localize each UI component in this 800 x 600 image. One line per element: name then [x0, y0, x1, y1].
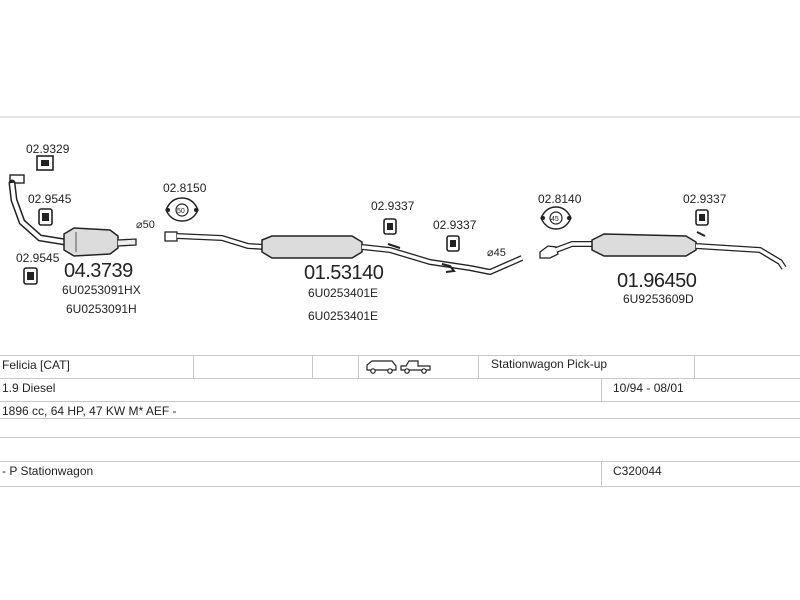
middle-silencer-drawing [164, 231, 524, 275]
gasket-icon-rear: 45 [540, 206, 572, 230]
pickup-icon [400, 360, 431, 374]
part-label-gasket-front: 02.8150 [163, 181, 207, 195]
part-label-gasket-rear: 02.8140 [538, 192, 582, 206]
pipe-diameter-mid: ⌀45 [487, 247, 506, 259]
vehicle-engine: 1.9 Diesel [2, 381, 56, 395]
part-label-clamp-rear: 02.9337 [683, 192, 727, 206]
part-number-front-pipe: 04.3739 [64, 260, 133, 282]
gasket-front-size: 50 [177, 208, 185, 215]
oem-number-middle-silencer-2: 6U0253401E [308, 309, 378, 323]
oem-number-front-pipe-2: 6U0253091H [66, 302, 137, 316]
clamp-icon-left-upper [38, 208, 53, 226]
rear-silencer-drawing [539, 231, 787, 270]
pipe-diameter-front: ⌀50 [136, 219, 155, 231]
vehicle-body-types: Stationwagon Pick-up [491, 357, 608, 371]
front-pipe-drawing [8, 174, 69, 246]
vehicle-specs: 1896 cc, 64 HP, 47 KW M* AEF - [2, 404, 177, 418]
clamp-icon-mid-2 [446, 235, 460, 252]
vehicle-body-icons [366, 359, 432, 380]
gasket-rear-size: 45 [551, 216, 559, 223]
part-label-clamp-mid-1: 02.9337 [371, 199, 415, 213]
part-label-clamp-mid-2: 02.9337 [433, 218, 477, 232]
clamp-icon-rear [695, 209, 709, 226]
oem-number-middle-silencer-1: 6U0253401E [308, 286, 378, 300]
part-label-clamp-left-upper: 02.9545 [28, 192, 72, 206]
oem-number-rear-silencer-1: 6U9253609D [623, 292, 694, 306]
vehicle-model: Felicia [CAT] [2, 358, 70, 372]
clamp-icon-mid-1 [383, 218, 397, 235]
exhaust-system-diagram: 02.9329 02.9545 02.9545 ⌀50 04.3739 6U02… [0, 116, 800, 323]
catalytic-converter-drawing [63, 227, 137, 257]
vehicle-period: 10/94 - 08/01 [613, 381, 684, 395]
part-number-middle-silencer: 01.53140 [304, 262, 384, 284]
oem-number-front-pipe-1: 6U0253091HX [62, 283, 141, 297]
stationwagon-icon [366, 360, 397, 374]
gasket-icon-front: 50 [165, 197, 199, 222]
catalog-code: C320044 [613, 464, 662, 478]
part-label-clamp-top: 02.9329 [26, 142, 70, 156]
clamp-icon-left-lower [23, 267, 38, 285]
vehicle-variant: - P Stationwagon [2, 464, 94, 478]
clamp-icon-top [36, 155, 54, 171]
part-label-clamp-left-lower: 02.9545 [16, 251, 60, 265]
part-number-rear-silencer: 01.96450 [617, 270, 697, 292]
